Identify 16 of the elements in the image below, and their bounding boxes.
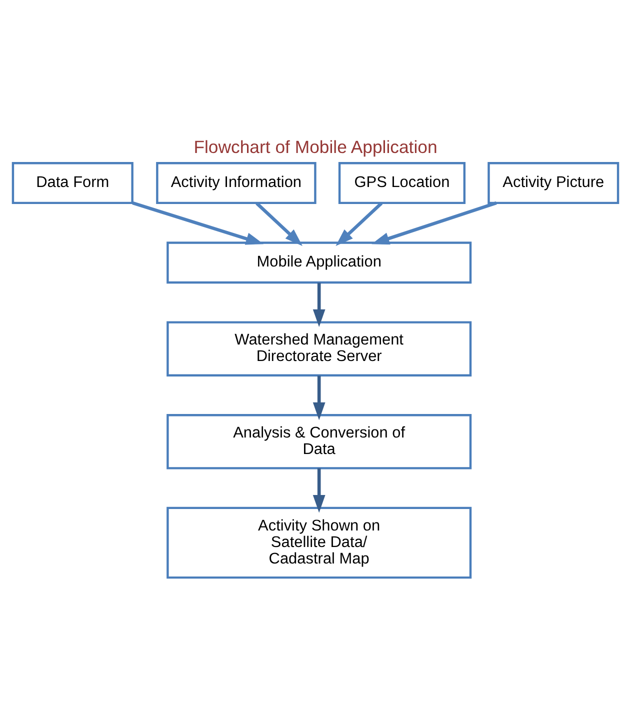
arrow [336, 202, 383, 246]
arrow [312, 375, 326, 420]
node-box: Activity Shown on Satellite Data/ Cadastral Map [166, 506, 472, 578]
arrow [312, 468, 326, 512]
node-box: GPS Location [338, 162, 466, 204]
node-box: Mobile Application [166, 241, 472, 284]
node-box: Activity Picture [488, 162, 620, 204]
arrow [372, 200, 497, 244]
node-box: Watershed Management Directorate Server [166, 320, 472, 376]
node-box: Data Form [12, 162, 134, 204]
arrow [312, 282, 326, 327]
arrow [132, 200, 264, 244]
node-box: Analysis & Conversion of Data [166, 414, 472, 469]
diagram-title: Flowchart of Mobile Application [194, 136, 438, 156]
node-box: Activity Information [156, 162, 316, 204]
arrow [256, 202, 302, 246]
